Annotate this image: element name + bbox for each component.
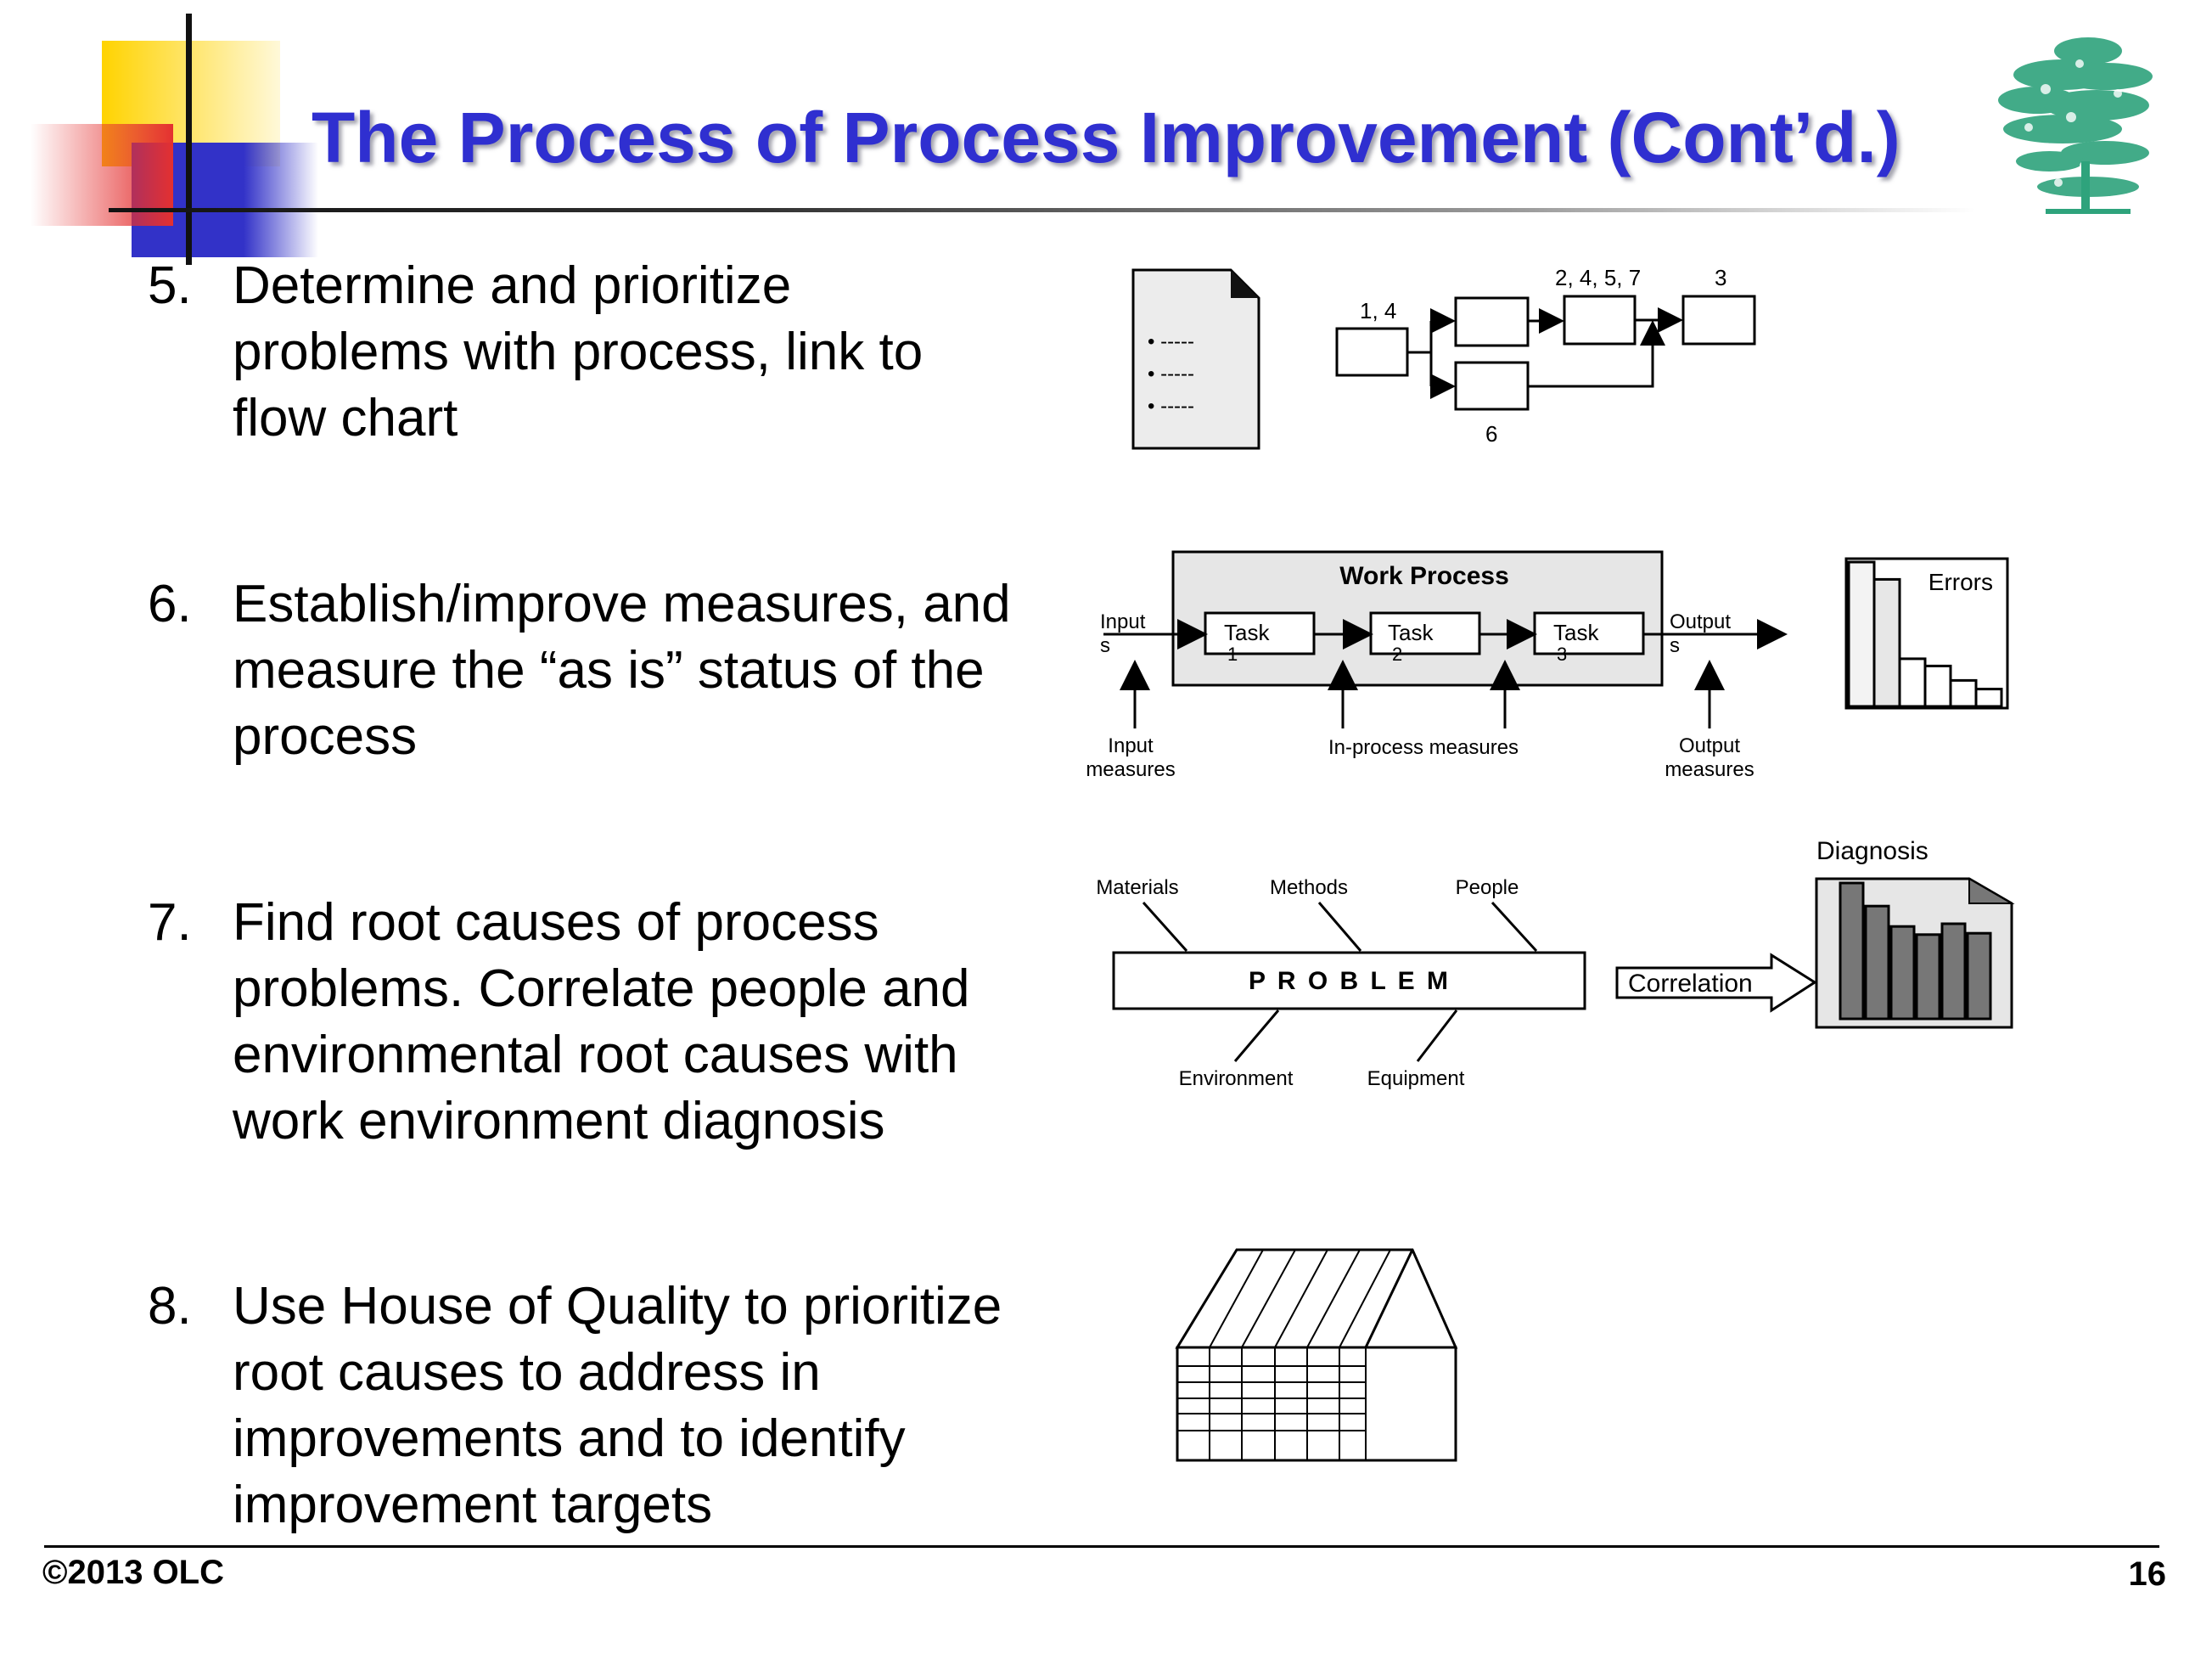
task-number: 2 bbox=[1392, 644, 1402, 665]
problem-label: P R O B L E M bbox=[1249, 967, 1451, 995]
task-number: 1 bbox=[1227, 644, 1238, 665]
step-number: 6. bbox=[148, 575, 192, 633]
diagnosis-bar bbox=[1915, 933, 1941, 1021]
errors-bar bbox=[1923, 664, 1952, 708]
errors-chart: Errors bbox=[1844, 557, 2009, 710]
cause-materials: Materials bbox=[1096, 876, 1178, 899]
flow-box-mid bbox=[1563, 295, 1637, 346]
task-box: Task 1 bbox=[1204, 611, 1316, 665]
document-icon: • ----- • ----- • ----- bbox=[1131, 268, 1260, 450]
document-bullet: • ----- bbox=[1148, 395, 1194, 418]
diagnosis-bar bbox=[1966, 931, 1992, 1021]
flow-label-6: 6 bbox=[1485, 421, 1497, 447]
diagnosis-bar bbox=[1940, 922, 1967, 1021]
errors-bar bbox=[1974, 688, 2003, 708]
document-bullet: • ----- bbox=[1148, 330, 1194, 353]
flow-box-top bbox=[1454, 296, 1530, 347]
title-underline bbox=[109, 208, 1976, 212]
step-number: 7. bbox=[148, 893, 192, 952]
step-5: 5. Determine and prioritize problems wit… bbox=[148, 253, 1047, 452]
task-box: Task 2 bbox=[1369, 611, 1481, 665]
step-number: 5. bbox=[148, 256, 192, 315]
house-body bbox=[1176, 1346, 1457, 1462]
flow-boxes bbox=[1335, 295, 1756, 411]
inputs-label: Input s bbox=[1100, 610, 1151, 657]
diagnosis-bar bbox=[1889, 925, 1916, 1021]
in-process-measures-label: In-process measures bbox=[1328, 736, 1519, 759]
house-roof bbox=[1175, 1248, 1458, 1349]
errors-bar bbox=[1872, 577, 1901, 708]
task-label: Task bbox=[1388, 620, 1434, 645]
corner-decoration bbox=[31, 14, 318, 265]
cause-environment: Environment bbox=[1179, 1067, 1294, 1090]
task-label: Task bbox=[1224, 620, 1270, 645]
step-number: 8. bbox=[148, 1277, 192, 1336]
diagnosis-document: Diagnosis bbox=[1815, 837, 2015, 1029]
correlation-arrow: Correlation bbox=[1615, 953, 1817, 1013]
errors-bar bbox=[1847, 560, 1876, 708]
slide-title: The Process of Process Improvement (Cont… bbox=[312, 98, 1900, 177]
task-number: 3 bbox=[1557, 644, 1567, 665]
errors-bar bbox=[1949, 678, 1978, 708]
step-7: 7. Find root causes of process problems.… bbox=[148, 890, 1047, 1155]
step-text: Use House of Quality to prioritize root … bbox=[233, 1277, 1002, 1534]
house-roof-line bbox=[1241, 1249, 1296, 1348]
page-number: 16 bbox=[2128, 1555, 2167, 1593]
cause-people: People bbox=[1456, 876, 1519, 899]
document-bullet: • ----- bbox=[1148, 363, 1194, 385]
house-of-quality-diagram bbox=[1175, 1248, 1458, 1462]
house-grid bbox=[1177, 1249, 1391, 1460]
tree-icon bbox=[1998, 37, 2153, 214]
cause-equipment: Equipment bbox=[1367, 1067, 1465, 1090]
house-roof-line bbox=[1274, 1249, 1328, 1348]
diagnosis-bar bbox=[1839, 881, 1865, 1021]
task-box: Task 3 bbox=[1533, 611, 1645, 665]
inputs-text: Input bbox=[1100, 610, 1146, 633]
correlation-label: Correlation bbox=[1628, 970, 1753, 998]
step-text: Determine and prioritize problems with p… bbox=[233, 256, 924, 447]
step-6: 6. Establish/improve measures, and measu… bbox=[148, 571, 1047, 770]
outputs-text: Output bbox=[1670, 610, 1731, 633]
work-process-title: Work Process bbox=[1339, 562, 1509, 590]
errors-chart-title: Errors bbox=[1928, 569, 1993, 595]
cause-methods: Methods bbox=[1270, 876, 1348, 899]
house-roof-line bbox=[1339, 1249, 1391, 1348]
flow-box-end bbox=[1681, 295, 1756, 346]
vertical-line bbox=[186, 14, 192, 265]
flow-box-bottom bbox=[1454, 361, 1530, 411]
step-text: Find root causes of process problems. Co… bbox=[233, 893, 970, 1150]
flow-box-1 bbox=[1335, 327, 1409, 377]
outputs-label: Output s bbox=[1670, 610, 1737, 657]
flow-label-1-4: 1, 4 bbox=[1360, 298, 1396, 323]
flow-label-2-4-5-7: 2, 4, 5, 7 bbox=[1555, 265, 1641, 290]
errors-bar bbox=[1898, 657, 1927, 708]
house-roof-line bbox=[1209, 1249, 1264, 1348]
task-label: Task bbox=[1553, 620, 1599, 645]
diagnosis-title: Diagnosis bbox=[1816, 837, 1928, 865]
diagnosis-bar bbox=[1864, 904, 1890, 1021]
problem-box bbox=[1112, 951, 1586, 1010]
root-cause-diagram: P R O B L E M Materials Methods People E… bbox=[1096, 837, 2015, 1090]
footer-rule bbox=[44, 1545, 2159, 1548]
flow-label-3: 3 bbox=[1715, 265, 1726, 290]
step-8: 8. Use House of Quality to prioritize ro… bbox=[148, 1274, 1047, 1538]
step-text: Establish/improve measures, and measure … bbox=[233, 575, 1011, 766]
copyright-text: ©2013 OLC bbox=[42, 1554, 225, 1591]
flow-chart-diagram: • ----- • ----- • ----- 1, 4 2, 4, 5, 7 … bbox=[1131, 265, 1756, 450]
house-roof-line bbox=[1306, 1249, 1361, 1348]
work-process-diagram: Work Process Task 1 Task 2 Task 3 bbox=[1086, 550, 2009, 781]
